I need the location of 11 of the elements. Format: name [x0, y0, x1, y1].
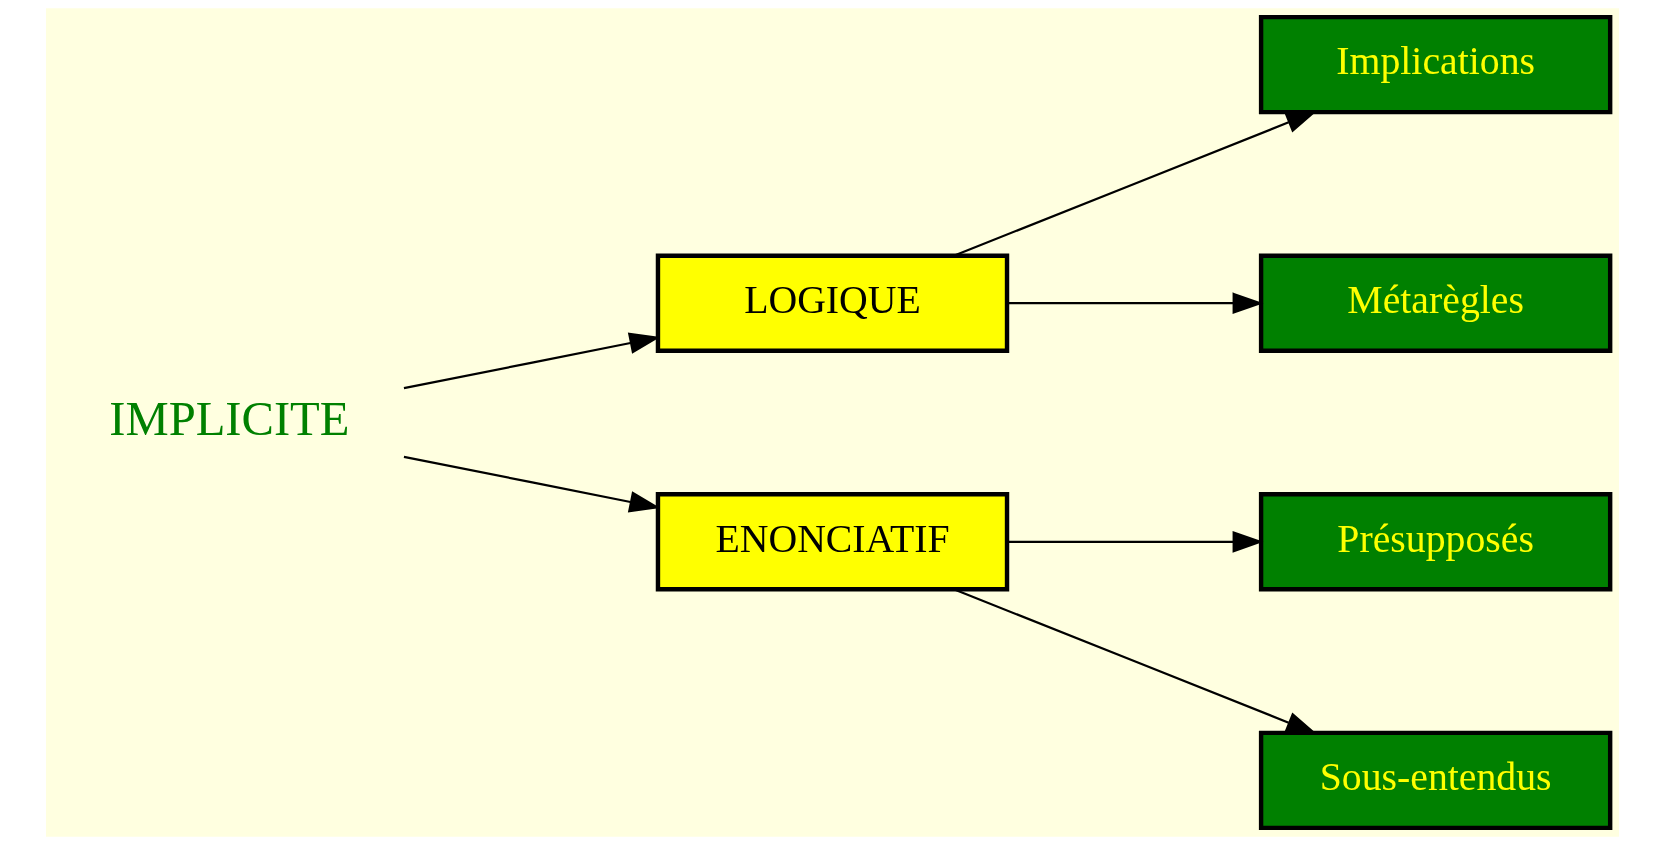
node-box: LOGIQUE [655, 253, 1009, 353]
arrow [953, 588, 1317, 734]
node-box: Sous-entendus [1258, 730, 1612, 831]
node-box: Implications [1258, 14, 1612, 115]
arrow [953, 111, 1317, 257]
arrow [1006, 530, 1264, 553]
node-text: IMPLICITE [108, 391, 349, 446]
node-box: Métarègles [1258, 253, 1612, 353]
arrow [1006, 292, 1264, 315]
node-box: Présupposés [1258, 492, 1612, 592]
node-box: ENONCIATIF [655, 492, 1009, 592]
